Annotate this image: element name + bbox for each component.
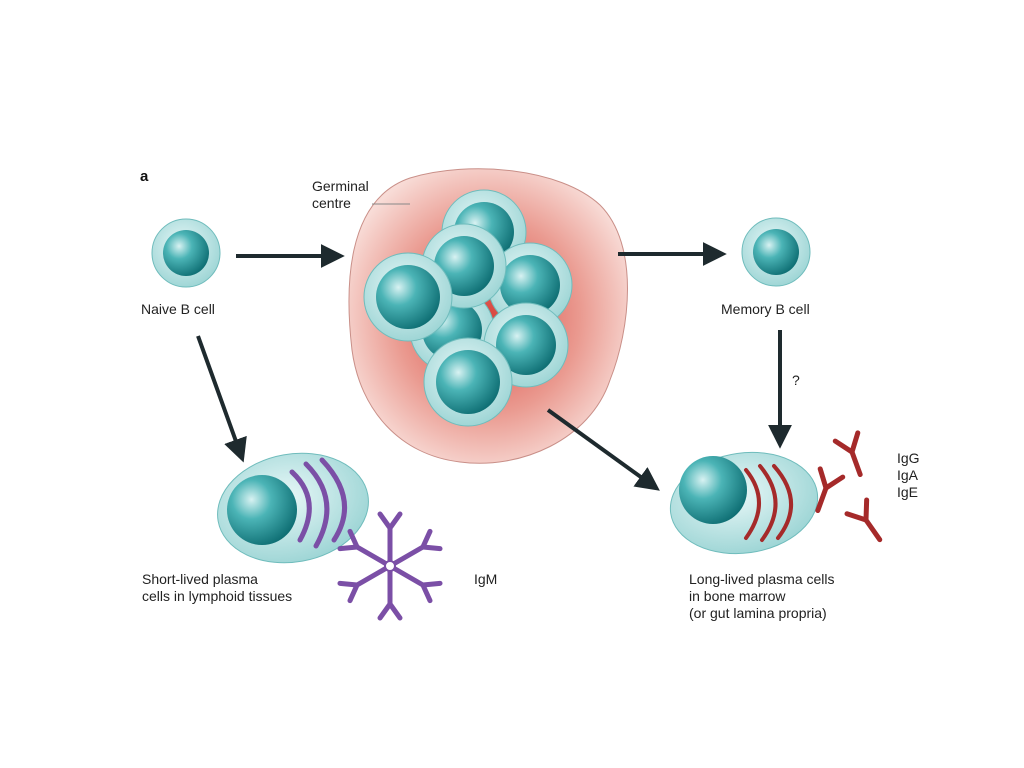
igg-iga-ige-label: IgG IgA IgE	[897, 450, 920, 500]
germinal-centre-cells	[363, 189, 573, 427]
gc-cell	[423, 337, 513, 427]
panel-letter: a	[140, 168, 149, 185]
long-lived-plasma-label: Long-lived plasma cells in bone marrow (…	[689, 571, 835, 621]
arrows	[196, 242, 792, 491]
question-mark-label: ?	[792, 372, 800, 388]
germinal-centre-label: Germinal centre	[312, 178, 369, 211]
igm-pentamer-icon	[337, 511, 443, 621]
igm-label: IgM	[474, 571, 498, 587]
short-lived-plasma-cell	[217, 452, 369, 564]
long-lived-plasma-cell	[669, 451, 819, 555]
gc-cell	[363, 252, 453, 342]
naive-b-cell	[151, 218, 221, 288]
igg-antibody-icons	[815, 430, 883, 543]
memory-b-cell-label: Memory B cell	[721, 301, 810, 317]
naive-b-cell-label: Naive B cell	[141, 301, 215, 317]
arrow-gc-to-long-lived	[546, 408, 660, 491]
memory-b-cell	[741, 217, 811, 287]
short-lived-plasma-label: Short-lived plasma cells in lymphoid tis…	[142, 571, 293, 604]
arrow-naive-to-short-lived	[196, 335, 247, 463]
